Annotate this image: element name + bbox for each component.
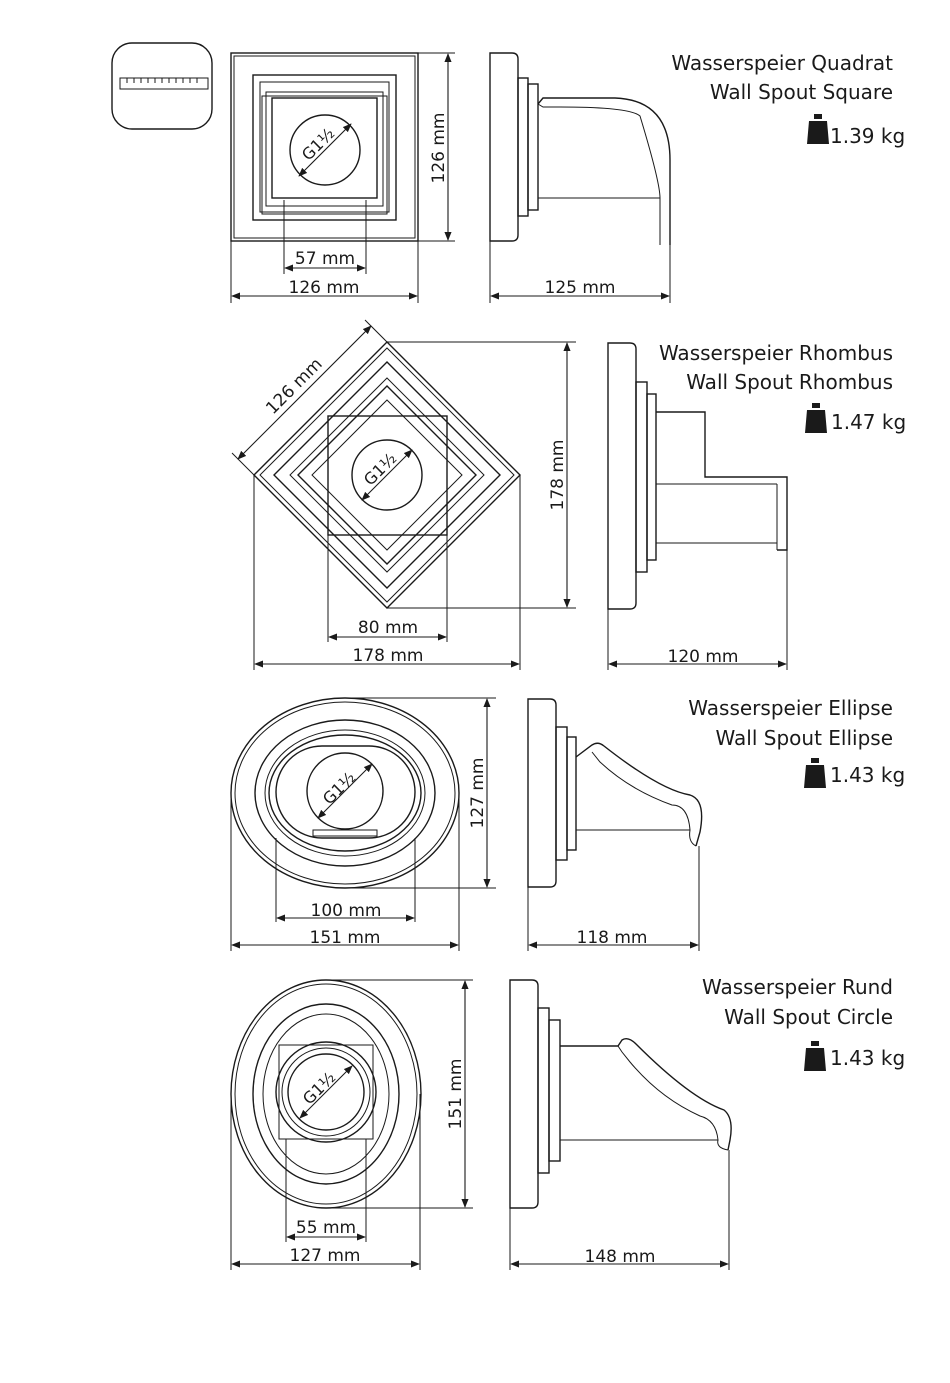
- rhombus-side-dim: 126 mm: [262, 354, 326, 418]
- product-square: G1½ 57 mm 126 mm 126 mm 125 mm Wasserspe…: [230, 51, 905, 303]
- circle-opening-dim: 55 mm: [296, 1218, 356, 1238]
- rhombus-depth-dim: 120 mm: [668, 647, 739, 667]
- ellipse-opening-dim: 100 mm: [311, 901, 382, 921]
- square-thread-label: G1½: [298, 124, 338, 164]
- product-ellipse: G1½ 100 mm 151 mm 127 mm 118 mm Wassersp…: [230, 696, 905, 951]
- weight-icon: [804, 758, 826, 788]
- ellipse-side-view: [527, 698, 703, 888]
- rhombus-side-view: [607, 342, 788, 610]
- circle-width-dim: 127 mm: [290, 1246, 361, 1266]
- square-depth-dim: 125 mm: [545, 278, 616, 298]
- rhombus-opening-dim: 80 mm: [358, 618, 418, 638]
- ellipse-height-dim: 127 mm: [468, 758, 488, 829]
- square-front-view: G1½: [230, 52, 419, 242]
- square-title-de: Wasserspeier Quadrat: [671, 51, 893, 75]
- rhombus-width-dim: 178 mm: [353, 646, 424, 666]
- water-blade-icon: [111, 42, 213, 130]
- circle-title-en: Wall Spout Circle: [724, 1005, 893, 1029]
- rhombus-height-dim: 178 mm: [548, 440, 568, 511]
- ellipse-depth-dim: 118 mm: [577, 928, 648, 948]
- circle-depth-dim: 148 mm: [585, 1247, 656, 1267]
- rhombus-title-en: Wall Spout Rhombus: [686, 370, 893, 394]
- ellipse-width-dim: 151 mm: [310, 928, 381, 948]
- ellipse-thread-label: G1½: [319, 768, 359, 808]
- square-side-view: [489, 52, 671, 245]
- square-weight: 1.39 kg: [830, 124, 905, 148]
- square-height-dim: 126 mm: [429, 113, 449, 184]
- weight-icon: [807, 114, 829, 144]
- rhombus-thread-label: G1½: [360, 449, 400, 489]
- square-opening-dim: 57 mm: [295, 249, 355, 269]
- product-circle: G1½ 55 mm 127 mm 151 mm 148 mm Wasserspe…: [230, 975, 905, 1270]
- circle-side-view: [509, 979, 732, 1209]
- circle-weight: 1.43 kg: [830, 1046, 905, 1070]
- ellipse-front-view: G1½: [230, 697, 460, 889]
- ellipse-weight: 1.43 kg: [830, 763, 905, 787]
- rhombus-title-de: Wasserspeier Rhombus: [659, 341, 893, 365]
- square-width-dim: 126 mm: [289, 278, 360, 298]
- circle-title-de: Wasserspeier Rund: [702, 975, 893, 999]
- weight-icon: [805, 403, 827, 433]
- weight-icon: [804, 1041, 826, 1071]
- circle-front-view: G1½: [230, 979, 422, 1209]
- circle-height-dim: 151 mm: [446, 1059, 466, 1130]
- product-rhombus: G1½ 126 mm 80 mm 178 mm 178 mm: [231, 319, 906, 670]
- rhombus-weight: 1.47 kg: [831, 410, 906, 434]
- ellipse-title-de: Wasserspeier Ellipse: [688, 696, 893, 720]
- circle-thread-label: G1½: [299, 1068, 339, 1108]
- ellipse-title-en: Wall Spout Ellipse: [716, 726, 893, 750]
- square-title-en: Wall Spout Square: [710, 80, 893, 104]
